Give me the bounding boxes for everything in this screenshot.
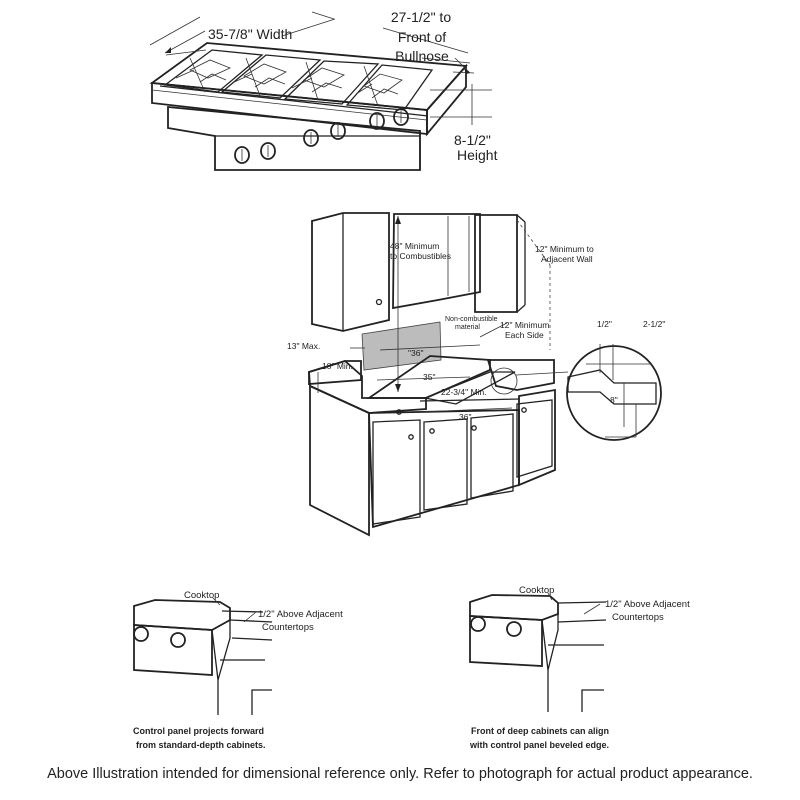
depth-label-line2: Front of	[398, 29, 446, 45]
burner-grates	[163, 49, 434, 111]
right-note-line2: with control panel beveled edge.	[469, 740, 609, 750]
height-label-line1: 8-1/2"	[454, 132, 491, 148]
label-48-min-line1: 48" Minimum	[390, 241, 439, 251]
left-note-line1: Control panel projects forward	[133, 726, 264, 736]
label-35: 35"	[423, 372, 435, 382]
label-detail-8: 8"	[610, 395, 618, 405]
right-above-line1: 1/2" Above Adjacent	[605, 599, 690, 610]
height-label-line2: Height	[457, 147, 498, 163]
installation-illustration: 48" Minimum to Combustibles 12" Minimum …	[287, 212, 665, 537]
height-dimension: 8-1/2" Height	[430, 84, 498, 163]
width-label: 35-7/8" Width	[208, 26, 292, 42]
label-18-min: 18" Min.	[322, 361, 353, 371]
label-12-side-line2: Each Side	[505, 330, 544, 340]
right-above-line2: Countertops	[612, 612, 664, 623]
label-48-min-line2: to Combustibles	[390, 251, 451, 261]
left-cooktop-label: Cooktop	[184, 590, 219, 601]
footer-disclaimer: Above Illustration intended for dimensio…	[47, 766, 753, 782]
control-knobs	[234, 108, 409, 164]
left-above-line2: Countertops	[262, 622, 314, 633]
left-note-line2: from standard-depth cabinets.	[136, 740, 266, 750]
cooktop-illustration: 35-7/8" Width 27-1/2" to Front of Bullno…	[149, 9, 498, 171]
label-13-max: 13" Max.	[287, 341, 320, 351]
label-noncomb-line2: material	[455, 324, 480, 331]
label-12-wall-line1: 12" Minimum to	[535, 244, 594, 254]
right-cooktop-label: Cooktop	[519, 585, 554, 596]
label-12-wall-line2: Adjacent Wall	[541, 254, 593, 264]
label-36-bottom: 36"	[459, 412, 471, 422]
label-noncomb-line1: Non-combustible	[445, 316, 498, 323]
width-dimension: 35-7/8" Width	[149, 11, 471, 64]
right-note-line1: Front of deep cabinets can align	[471, 726, 609, 736]
label-22-min: 22-3/4" Min.	[441, 387, 487, 397]
label-detail-half: 1/2"	[597, 319, 612, 329]
depth-dimension: 27-1/2" to Front of Bullnose	[382, 9, 475, 74]
label-detail-2-half: 2-1/2"	[643, 319, 665, 329]
label-36-top: "36"	[408, 348, 424, 358]
detail-deep-cabinets: Cooktop 1/2" Above Adjacent Countertops …	[469, 585, 690, 750]
label-12-side-line1: 12" Minimum	[500, 320, 549, 330]
detail-view	[566, 344, 662, 441]
left-above-line1: 1/2" Above Adjacent	[258, 609, 343, 620]
depth-label-line3: Bullnose	[395, 48, 449, 64]
detail-standard-depth: Cooktop 1/2" Above Adjacent Countertops …	[133, 590, 343, 750]
depth-label-line1: 27-1/2" to	[391, 9, 451, 25]
